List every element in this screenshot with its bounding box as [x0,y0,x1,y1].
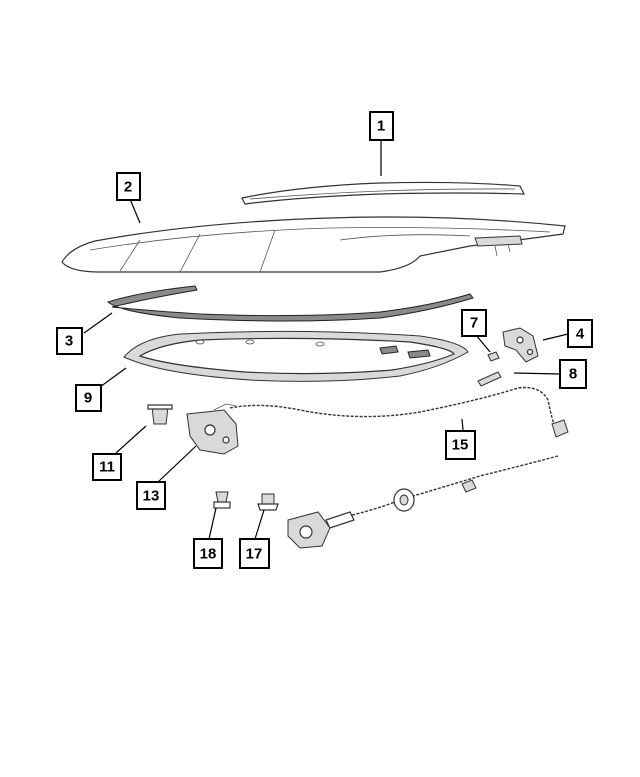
callout-8: 8 [559,359,587,389]
callout-13: 13 [136,481,166,510]
callout-15: 15 [445,430,476,460]
callout-4: 4 [567,319,593,348]
secondary-latch-assembly [287,455,559,549]
part-3-hood-seal [106,285,474,322]
part-17-retainer [257,493,279,511]
callout-3-label: 3 [65,333,73,350]
callout-13-label: 13 [143,488,160,505]
callout-9-label: 9 [84,390,92,407]
callout-11-label: 11 [99,459,115,476]
part-18-bumper [213,491,231,509]
callout-9: 9 [75,384,102,412]
callout-18-label: 18 [200,546,217,563]
leader-lines [83,140,569,540]
callout-3: 3 [56,327,83,355]
callout-11: 11 [92,453,122,481]
callout-4-label: 4 [576,326,585,343]
callout-7: 7 [461,309,487,337]
part-13-hood-latch [186,403,239,455]
callout-15-label: 15 [452,437,469,454]
callout-1-label: 1 [377,118,385,135]
part-1-cowl-seal [241,181,525,205]
callout-18: 18 [193,538,223,569]
callout-2: 2 [116,172,141,201]
part-9-hood-insulator [123,330,469,382]
callout-8-label: 8 [569,366,577,383]
callout-17-label: 17 [246,546,263,563]
part-8-support-rod [477,371,502,387]
part-11-clip [147,404,173,425]
part-2-hood-panel [61,216,566,273]
part-7-fastener [487,351,500,362]
callout-2-label: 2 [124,179,132,196]
callout-17: 17 [239,538,270,569]
callout-1: 1 [369,111,394,141]
part-15-release-cable [229,386,569,438]
callout-7-label: 7 [470,315,478,332]
part-4-hood-hinge [502,327,539,363]
